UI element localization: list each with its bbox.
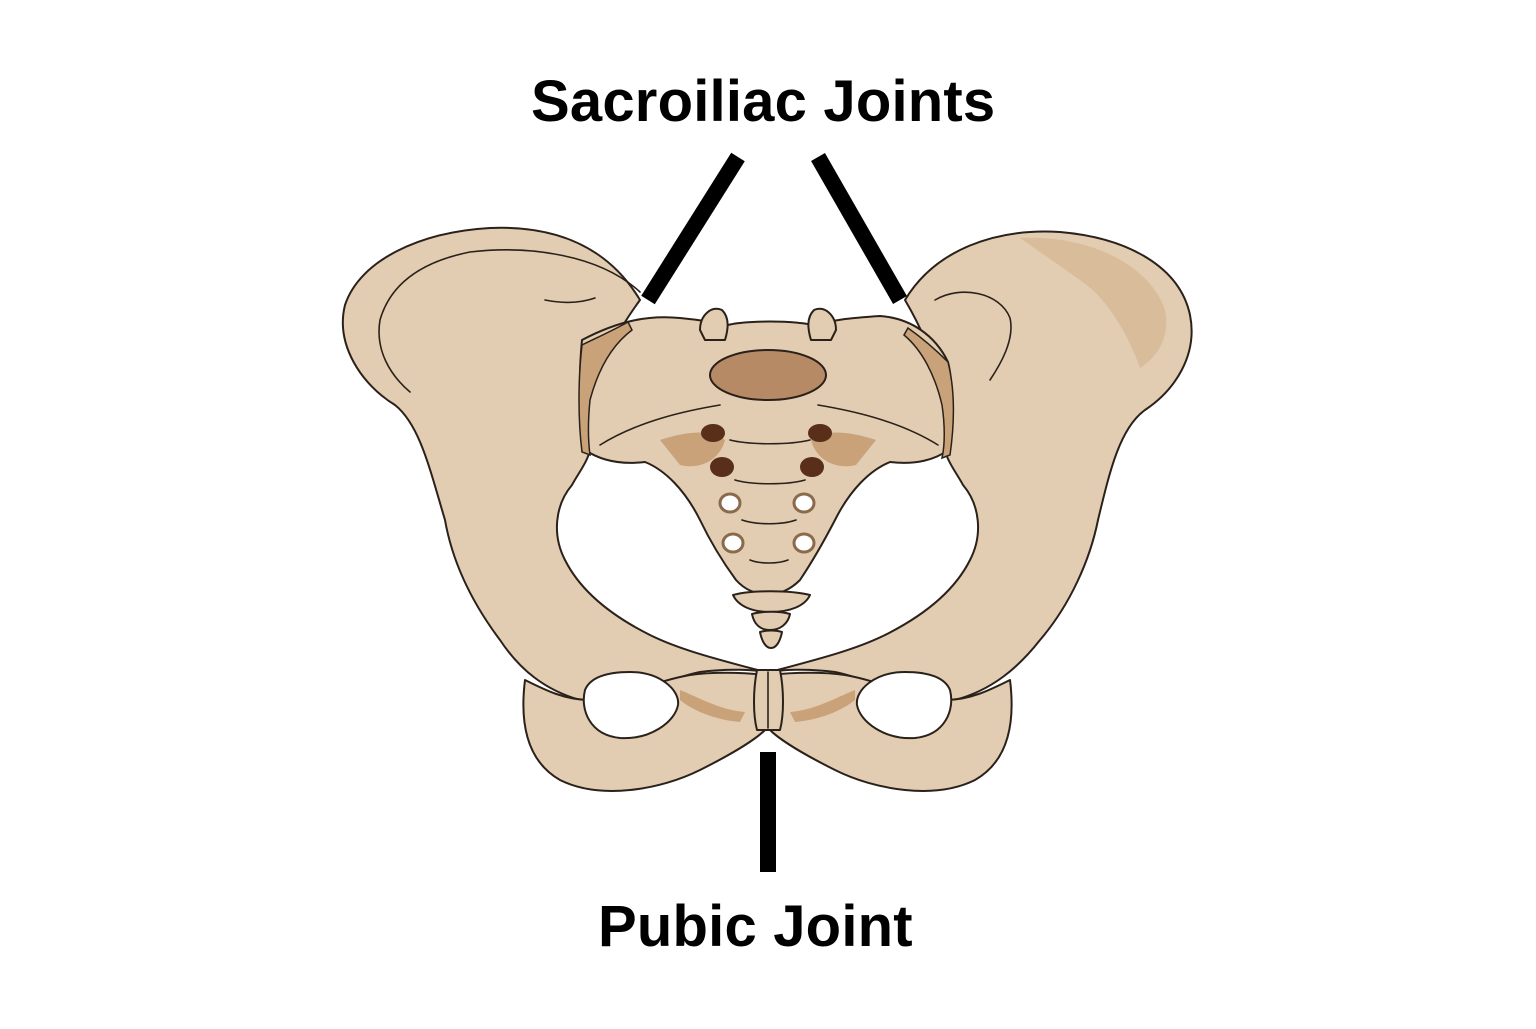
sacral-canal [709,349,827,401]
sacral-ridge-2 [734,479,806,485]
right-sacroiliac-pointer [811,153,907,304]
coccyx-segment-1 [732,590,811,613]
left-pubic-shadow [680,690,745,722]
sacral-foramen-r2 [800,457,824,477]
left-sacral-wing-line [599,404,721,446]
right-iliac-crest-highlight [1020,237,1167,368]
right-obturator-foramen [855,671,953,740]
sacral-foramen-l3 [718,492,742,514]
sacral-foramen-r4 [792,532,816,554]
left-articular-process [699,307,729,341]
sacral-ridge-4 [749,559,789,564]
right-articular-process [807,307,837,341]
right-sacroiliac-joint [903,326,955,460]
left-ilium-crest-line [378,249,641,393]
sacrum [578,315,953,595]
sacral-foramen-l2 [710,457,734,477]
pubic-joint-label: Pubic Joint [598,894,913,959]
right-sacral-wing-line [817,404,939,446]
sacral-foramen-r1 [808,424,832,442]
left-sacroiliac-joint [578,320,633,457]
sacroiliac-joints-label: Sacroiliac Joints [531,69,996,134]
coccyx-segment-3 [759,629,783,649]
right-ilium-inner-line [934,291,1012,381]
right-sacral-shadow [811,432,876,467]
sacral-ridge-3 [741,519,797,525]
left-obturator-foramen [582,671,680,740]
sacral-foramen-l4 [721,532,745,554]
right-pubic-shadow [790,690,855,722]
sacral-foramen-l1 [701,424,725,442]
left-iliac-inner-line [544,297,596,304]
sacral-ridge-1 [729,439,811,445]
coccyx-segment-2 [751,610,791,631]
sacral-foramen-r3 [792,492,816,514]
left-sacroiliac-pointer [641,152,745,305]
